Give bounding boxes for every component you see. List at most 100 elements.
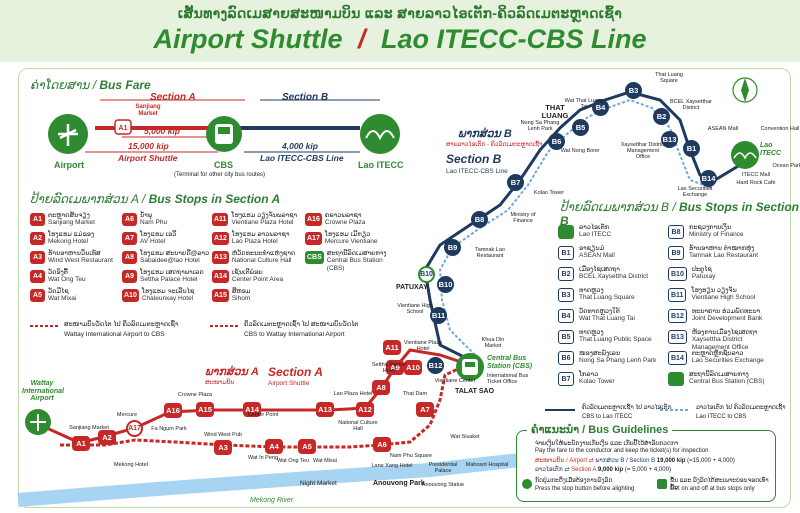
stop-b-lao: ທະນາຄານ ຮ່ວມພັດທະນາ [691, 308, 761, 315]
map-stop-b11[interactable]: B11 [430, 307, 447, 324]
map-stop-a17[interactable]: A17 [126, 420, 143, 437]
stop-b-en: Lao Securities Exchange [691, 357, 764, 365]
stop-b-lao: ປະຕູໄຊ [691, 266, 712, 273]
map-stop-a16[interactable]: A16 [164, 403, 182, 418]
stop-a-lao: ສະຖານີລົດເມສາຍກາງ [326, 250, 387, 257]
fare-section-a: Section A [150, 92, 196, 103]
map-stop-a1[interactable]: A1 [72, 436, 90, 451]
place-label-vientiane-plaza: Vientiane Plaza Hotel [403, 340, 443, 353]
fare-cbs-note: (Terminal for other city bus routes) [174, 172, 266, 178]
stop-a-en: Mercure Vientiane [324, 238, 378, 246]
stop-b-lao: ວັດທາດຫຼວງໃຕ້ [579, 308, 620, 315]
stops-a-heading-en: Bus Stops in Section A [148, 192, 281, 206]
stop-b-badge [558, 225, 574, 239]
stop-a-en: Wat Mixai [48, 295, 77, 303]
map-wattay: Wattay International Airport [22, 380, 65, 403]
stop-a-lao: ໂຮງແຮມ ວຽງຈັນພລາຊາ [231, 212, 298, 219]
stop-a-en: Chaleunxay Hotel [141, 295, 194, 303]
map-stop-b2[interactable]: B2 [653, 108, 670, 125]
stop-a-badge: A5 [30, 289, 45, 302]
stop-a-en: Mekong Hotel [48, 238, 89, 246]
place-label-wat-that-luang-tai: Wat That Luang Tai [564, 98, 604, 111]
stop-b-en: That Luang Square [579, 294, 635, 302]
map-stop-a8[interactable]: A8 [372, 380, 390, 395]
map-stop-a11[interactable]: A11 [383, 340, 401, 355]
map-stop-b10[interactable]: B10 [437, 276, 454, 293]
stops-b-legend-1-en: CBS to Lao ITECC [582, 414, 633, 420]
map-that-luang: THAT LUANG [541, 103, 569, 121]
title-itecc-line: Lao ITECC-CBS Line [381, 24, 647, 54]
map-stop-a3[interactable]: A3 [214, 440, 232, 455]
place-label-xaysettha-office: Xaysetthar District Management Office [620, 142, 666, 161]
guideline-stop-lao: ກົດປຸ່ມກະດິ່ງເມື່ອຕ້ອງການລົງລົດ [535, 478, 613, 484]
map-stop-a2[interactable]: A2 [98, 430, 116, 445]
map-cbs-sub: International Bus Ticket Office [487, 373, 529, 386]
map-stop-b12[interactable]: B12 [427, 357, 444, 374]
map-stop-a10[interactable]: A10 [404, 360, 422, 375]
map-stop-a14[interactable]: A14 [243, 402, 261, 417]
stops-a-legend-1: ສະໜາມບິນວັດໄຕ ໄປ ຄິວລົດເມຕະຫຼາດເຊົ້າ [64, 321, 179, 328]
map-stop-b14[interactable]: B14 [700, 170, 717, 187]
title-airport-shuttle: Airport Shuttle [153, 24, 343, 54]
map-section-a-sub: Airport Shuttle [268, 380, 310, 387]
map-stop-b3[interactable]: B3 [625, 82, 642, 99]
stop-a-lao: ນ້ຳພຸ [140, 212, 153, 219]
map-stop-b1[interactable]: B1 [683, 140, 700, 157]
place-label-settha: Settha Palace Hotel [371, 362, 407, 375]
stop-a-badge: A2 [30, 232, 45, 245]
map-night-market: Night Market [300, 480, 337, 487]
stop-a-lao: ວັດມີໄຊ [48, 288, 69, 295]
map-stop-b13[interactable]: B13 [661, 131, 678, 148]
map-stop-a12[interactable]: A12 [356, 402, 374, 417]
map-stop-a15[interactable]: A15 [196, 402, 214, 417]
map-stop-a6[interactable]: A6 [373, 437, 391, 452]
place-label-fa-ngum: Fa Ngum Park [151, 426, 187, 432]
stop-a-badge: A1 [30, 213, 45, 226]
map-stop-b9[interactable]: B9 [444, 239, 461, 256]
map-stop-a5[interactable]: A5 [298, 439, 316, 454]
stop-b-lao: ທາດຫຼວງ [579, 329, 604, 336]
stop-a-lao: ໂຮງແຮມ ສະບາຍດີ@ລາວ [140, 250, 210, 257]
map-stop-a13[interactable]: A13 [316, 402, 334, 417]
map-talat-sao: TALAT SAO [455, 388, 495, 395]
stop-a-lao: ໂຮງແຮມ ເສດຖາພາເລດ [140, 269, 204, 276]
stop-b-en: Kolao Tower [579, 378, 615, 386]
stop-b-en: Tamnak Lao Restaurant [689, 252, 759, 260]
place-label-wat-mixai: Wat Mixai [313, 458, 337, 464]
map-stop-b6[interactable]: B6 [548, 133, 565, 150]
place-label-presidential: Presidential Palace [428, 462, 458, 475]
stop-b-badge: B3 [558, 288, 574, 302]
stop-a-en: Crowne Plaza [324, 219, 366, 227]
stop-b-en: BCEL Xaysettha District [579, 273, 649, 281]
stop-a-en: Lao Plaza Hotel [231, 238, 278, 246]
map-stop-b10-out[interactable]: B10 [418, 266, 435, 283]
stop-b-lao: ໂກລາວ [579, 371, 599, 378]
map-stop-b8[interactable]: B8 [471, 211, 488, 228]
map-stop-a7[interactable]: A7 [416, 402, 434, 417]
place-label-convention: Convention Hall [760, 126, 800, 132]
map-stop-b5[interactable]: B5 [572, 119, 589, 136]
guidelines-heading: ຄຳແນະນຳ / Bus Guidelines [527, 423, 673, 436]
map-stop-b4[interactable]: B4 [592, 99, 609, 116]
map-lao-itecc: Lao ITECC [760, 142, 781, 157]
page-title: Airport Shuttle / Lao ITECC-CBS Line [0, 24, 800, 55]
stop-b-badge: B10 [668, 267, 687, 281]
map-stop-b7[interactable]: B7 [507, 174, 524, 191]
stop-a-en: National Culture Hall [231, 257, 292, 265]
map-stop-a4[interactable]: A4 [265, 439, 283, 454]
map-stop-a9[interactable]: A9 [386, 360, 404, 375]
map-section-a-title: Section A [268, 365, 323, 379]
stop-b-badge: B2 [558, 267, 574, 281]
stop-a-badge: A10 [122, 289, 139, 302]
